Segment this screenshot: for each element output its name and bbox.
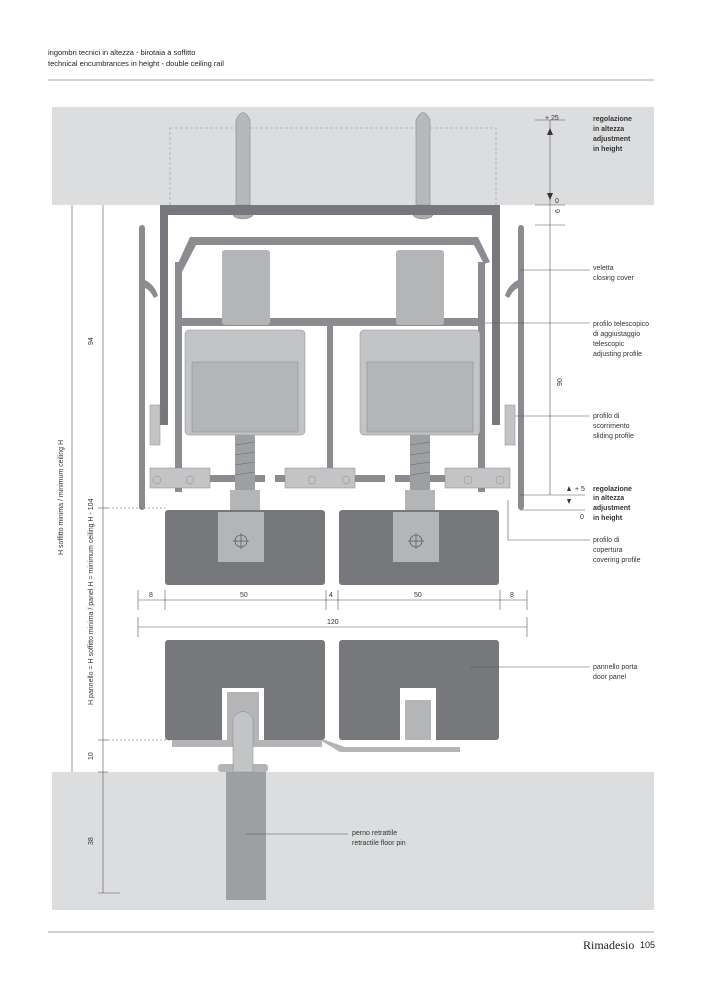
svg-text:covering profile: covering profile — [593, 557, 641, 564]
door-panels-top — [165, 510, 499, 585]
brand-logo: Rimadesio — [583, 938, 635, 952]
svg-text:adjustment: adjustment — [593, 505, 631, 512]
dim-panel-height: H pannello = H soffitto minima / panel H… — [88, 498, 95, 705]
svg-text:door panel: door panel — [593, 674, 627, 681]
svg-text:perno retrattile: perno retrattile — [352, 830, 397, 837]
callout-bottom-adjust: regolazione in altezza adjustment in hei… — [593, 486, 632, 522]
callout-telescopic-profile: profilo telescopico di aggiustaggio tele… — [593, 321, 649, 358]
svg-text:regolazione: regolazione — [593, 486, 632, 493]
dim-total-width: 120 — [327, 619, 339, 626]
sliding-profile — [149, 404, 516, 489]
closing-cover — [139, 225, 524, 510]
dim-width-8a: 8 — [149, 592, 153, 599]
dim-bottom-plus: + 5 — [575, 486, 585, 493]
ceiling-rail — [160, 205, 500, 492]
callout-door-panel: pannello porta door panel — [593, 664, 637, 681]
ceiling-band — [52, 107, 654, 205]
floor-pin — [218, 711, 268, 900]
floor-band — [52, 772, 654, 910]
svg-text:regolazione: regolazione — [593, 116, 632, 123]
dim-min-ceiling: H soffitto minima / minimum ceiling H — [58, 440, 65, 555]
svg-text:in altezza: in altezza — [593, 126, 624, 133]
dim-top-plus: + 25 — [545, 115, 559, 122]
svg-text:in altezza: in altezza — [593, 495, 624, 502]
callout-covering-profile: profilo di copertura covering profile — [593, 537, 641, 564]
svg-text:di aggiustaggio: di aggiustaggio — [593, 331, 640, 338]
page-number: 105 — [640, 940, 656, 950]
dim-ninety: 90 — [557, 378, 564, 386]
svg-text:telescopic: telescopic — [593, 341, 625, 348]
trolleys — [184, 250, 481, 515]
callout-sliding-profile: profilo di scorrimento sliding profile — [593, 413, 634, 440]
dim-top-zero: 0 — [555, 198, 559, 205]
svg-text:veletta: veletta — [593, 265, 614, 272]
svg-text:copertura: copertura — [593, 547, 623, 554]
svg-text:closing cover: closing cover — [593, 275, 635, 282]
dimension-lines — [71, 119, 590, 894]
dim-width-4: 4 — [329, 592, 333, 599]
dim-94: 94 — [88, 337, 95, 345]
svg-text:scorrimento: scorrimento — [593, 423, 630, 430]
callout-closing-cover: veletta closing cover — [593, 265, 635, 282]
header-title-it: ingombri tecnici in altezza - birotaia a… — [48, 48, 196, 57]
svg-text:profilo di: profilo di — [593, 413, 620, 420]
header-title-en: technical encumbrances in height - doubl… — [48, 59, 224, 68]
dim-bottom-zero: 0 — [580, 514, 584, 521]
svg-text:retractile floor pin: retractile floor pin — [352, 840, 406, 847]
svg-text:in height: in height — [593, 146, 623, 153]
callout-floor-pin: perno retrattile retractile floor pin — [352, 830, 406, 847]
adjust-ghost-outline — [169, 127, 497, 209]
svg-text:pannello porta: pannello porta — [593, 664, 637, 671]
dim-six: 6 — [555, 209, 562, 213]
svg-text:in height: in height — [593, 515, 623, 522]
door-panels-bottom — [165, 640, 499, 752]
dim-width-50a: 50 — [240, 592, 248, 599]
callout-top-adjust: regolazione in altezza adjustment in hei… — [593, 116, 632, 153]
svg-text:adjustment: adjustment — [593, 136, 631, 143]
dim-width-8b: 8 — [510, 592, 514, 599]
dim-10: 10 — [88, 752, 95, 760]
dim-38: 38 — [88, 837, 95, 845]
svg-text:sliding profile: sliding profile — [593, 433, 634, 440]
svg-text:adjusting profile: adjusting profile — [593, 351, 642, 358]
svg-text:profilo telescopico: profilo telescopico — [593, 321, 649, 328]
svg-text:profilo di: profilo di — [593, 537, 620, 544]
dim-width-50b: 50 — [414, 592, 422, 599]
